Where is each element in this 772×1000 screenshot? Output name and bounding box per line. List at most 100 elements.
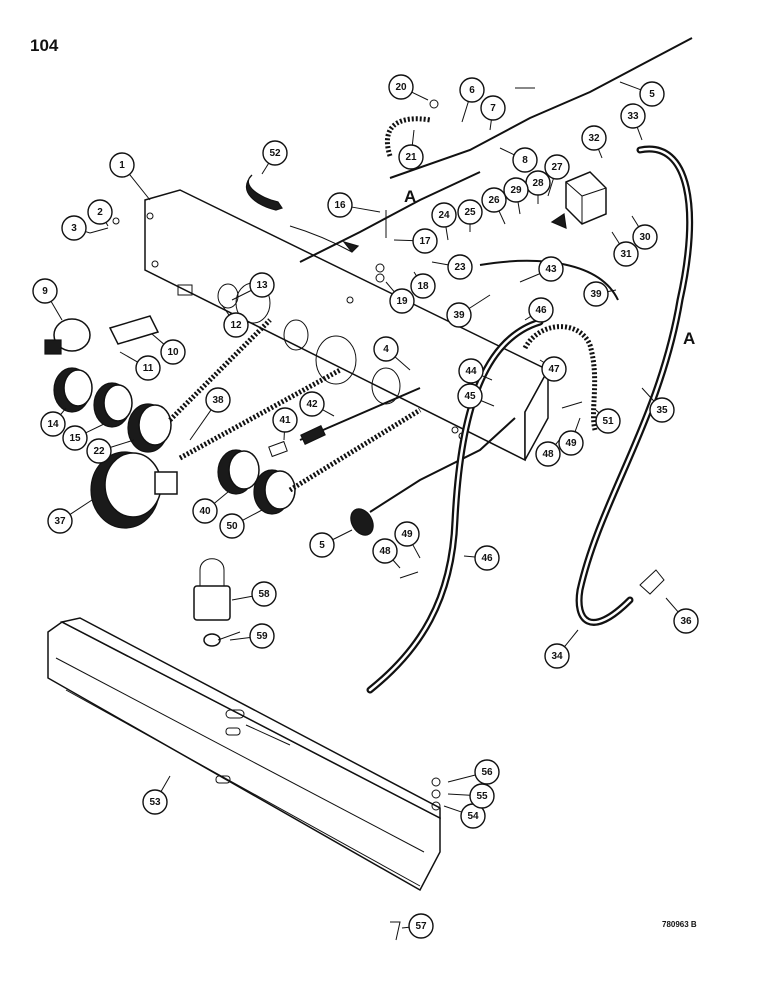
callout-circle [503,177,529,203]
gauge-40 [217,449,260,495]
callout-number: 54 [467,811,479,822]
callout-number: 9 [42,286,48,297]
callout-number: 37 [54,516,66,527]
callout-number: 59 [256,631,268,642]
callout-circle [389,288,415,314]
callout-number: 47 [548,364,560,375]
callout-circle [408,913,434,939]
callout-circle [398,144,424,170]
callout-circle [457,383,483,409]
leader-line-30 [631,215,640,228]
callout-circle [474,545,500,571]
callout-5b: 5 [309,532,335,558]
callout-43: 43 [538,256,564,282]
leader-line-10 [151,333,165,345]
leader-line-51 [595,409,600,414]
callout-27: 27 [544,154,570,180]
speedometer-37 [90,451,178,529]
leader-line-49a [574,417,581,432]
callout-circle [457,199,483,225]
callout-number: 52 [269,148,281,159]
leader-line-40 [213,491,229,504]
callout-58: 58 [251,581,277,607]
callout-circle [632,224,658,250]
leader-line-59 [229,636,251,641]
callout-circle [447,254,473,280]
callout-38: 38 [205,387,231,413]
callout-number: 28 [532,178,544,189]
leader-line-57 [401,926,410,929]
hardware [89,87,665,941]
callout-13: 13 [249,272,275,298]
callout-circle [538,256,564,282]
leader-line-21 [411,129,415,146]
leader-line-32 [597,148,603,159]
cover-tray [47,617,441,892]
callout-number: 31 [620,249,632,260]
strap [245,174,283,211]
leader-line-43 [519,273,541,283]
leader-line-11 [119,351,138,363]
callout-number: 34 [551,651,563,662]
gauge-22 [127,403,172,453]
callout-number: 33 [627,111,639,122]
callout-number: 3 [71,223,77,234]
callout-59: 59 [249,623,275,649]
callout-circle [649,397,675,423]
callout-circle [541,356,567,382]
callout-26: 26 [481,187,507,213]
callout-circle [446,302,472,328]
page-number: 104 [30,36,59,55]
callout-number: 12 [230,320,242,331]
callout-39b: 39 [583,281,609,307]
leader-line-13 [231,289,252,301]
callout-circle [613,241,639,267]
callout-14: 14 [40,411,66,437]
callout-circle [40,411,66,437]
callout-11: 11 [135,355,161,381]
callout-37: 37 [47,508,73,534]
callout-10: 10 [160,339,186,365]
rocker-switch [108,315,160,345]
callout-number: 25 [464,207,476,218]
callout-circle [62,425,88,451]
leader-line-1 [129,174,151,201]
leader-line-47 [539,359,545,363]
leader-line-24 [445,226,449,241]
callout-number: 45 [464,391,476,402]
callout-circle [639,81,665,107]
callout-50: 50 [219,513,245,539]
callout-6: 6 [459,77,485,103]
callout-number: 56 [481,767,493,778]
callout-number: 38 [212,395,224,406]
callout-18: 18 [410,273,436,299]
callout-16: 16 [327,192,353,218]
leader-line-6 [461,101,469,123]
callout-8: 8 [512,147,538,173]
callout-number: 26 [488,195,500,206]
leader-line-29 [517,201,521,215]
callout-56: 56 [474,759,500,785]
callouts: 1234556789101112131415161718192021222324… [32,74,699,939]
leader-line-17 [393,239,414,242]
callout-number: 13 [256,280,268,291]
callout-number: 57 [415,921,427,932]
callout-number: 53 [149,797,161,808]
leader-line-50 [242,509,263,521]
hydraulic-hoses [366,116,694,694]
callout-circle [388,74,414,100]
callout-5a: 5 [639,81,665,107]
leader-line-46a [524,315,532,321]
callout-36: 36 [673,608,699,634]
callout-circle [459,77,485,103]
section-marker-a-right: A [683,329,695,348]
callout-53: 53 [142,789,168,815]
gauge-14 [53,367,93,413]
leader-line-16 [351,206,381,213]
callout-number: 19 [396,296,408,307]
callout-number: 58 [258,589,270,600]
callout-number: 43 [545,264,557,275]
callout-21: 21 [398,144,424,170]
leader-line-56 [447,774,476,783]
leader-line-26 [498,210,506,225]
